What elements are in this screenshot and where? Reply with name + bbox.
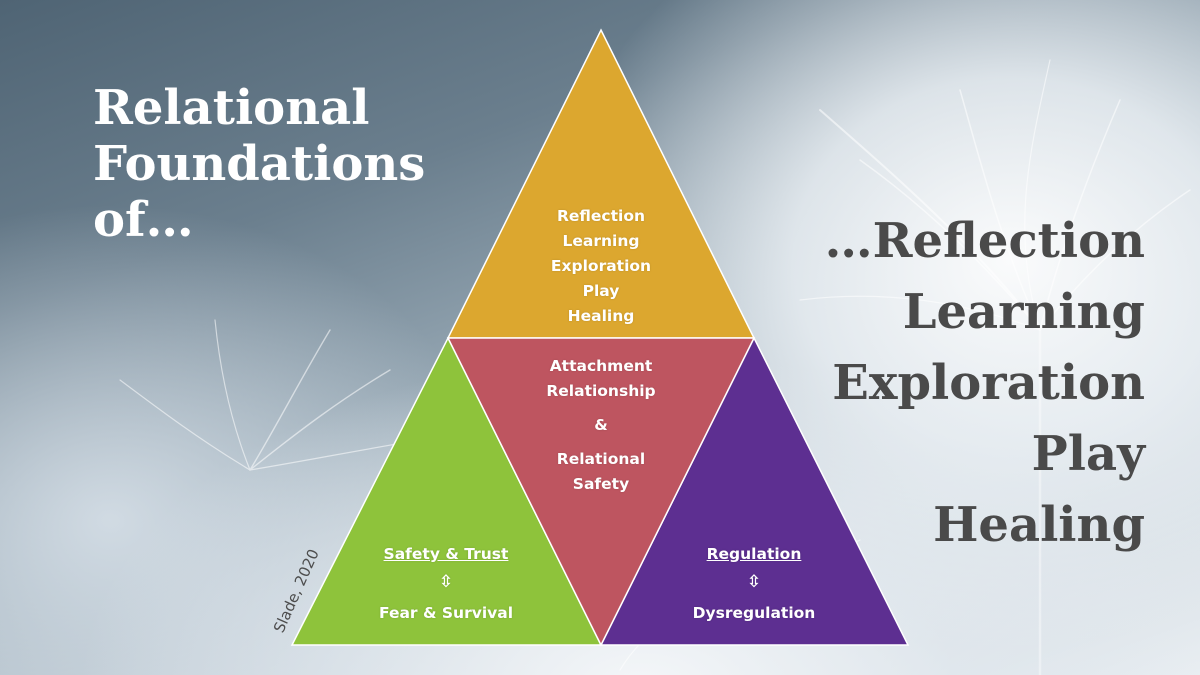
right-title-line-1: …Reflection xyxy=(824,213,1145,269)
center-line-2: Relationship xyxy=(546,382,656,400)
left-heading: Safety & Trust xyxy=(383,545,509,563)
left-title-line-3: of… xyxy=(93,192,194,248)
right-title-line-4: Play xyxy=(1031,426,1145,482)
top-line-5: Healing xyxy=(567,307,635,325)
top-triangle-text: Reflection Learning Exploration Play Hea… xyxy=(500,204,702,329)
center-triangle-text: Attachment Relationship & Relational Saf… xyxy=(500,354,702,497)
top-line-3: Exploration xyxy=(550,257,652,275)
top-line-2: Learning xyxy=(562,232,640,250)
center-line-1: Attachment xyxy=(549,357,653,375)
right-title-line-5: Healing xyxy=(933,497,1145,553)
right-triangle-text: Regulation ⇳ Dysregulation xyxy=(654,542,854,626)
right-title-line-2: Learning xyxy=(902,284,1145,340)
right-bottom-label: Dysregulation xyxy=(692,604,816,622)
up-down-arrow-icon: ⇳ xyxy=(746,572,762,592)
pyramid-center-triangle xyxy=(446,337,756,647)
up-down-arrow-icon: ⇳ xyxy=(438,572,454,592)
center-line-4: Safety xyxy=(572,475,630,493)
right-title-line-3: Exploration xyxy=(832,355,1145,411)
right-heading: Regulation xyxy=(706,545,802,563)
center-ampersand: & xyxy=(594,416,608,434)
left-title-line-2: Foundations xyxy=(93,136,426,192)
left-triangle-text: Safety & Trust ⇳ Fear & Survival xyxy=(346,542,546,626)
top-line-4: Play xyxy=(582,282,620,300)
left-title: Relational Foundations of… xyxy=(93,80,453,248)
left-title-line-1: Relational xyxy=(93,80,370,136)
right-title: …Reflection Learning Exploration Play He… xyxy=(725,206,1145,561)
center-line-3: Relational xyxy=(556,450,646,468)
left-bottom-label: Fear & Survival xyxy=(378,604,514,622)
top-line-1: Reflection xyxy=(556,207,646,225)
